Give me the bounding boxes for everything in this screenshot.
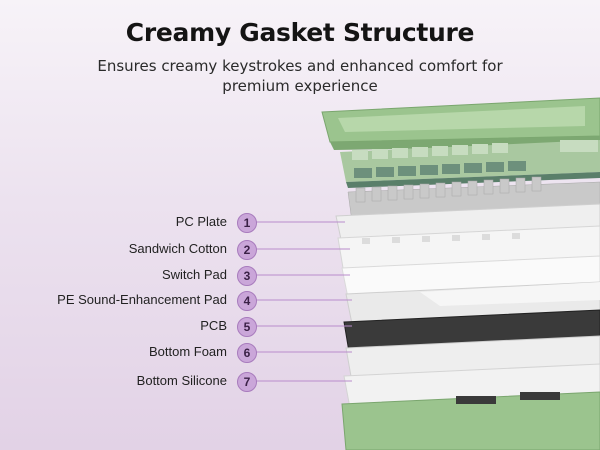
layer-label: Bottom Foam: [148, 344, 227, 359]
layer-number-badge: 3: [237, 266, 257, 286]
layer-number-badge: 1: [237, 213, 257, 233]
layer-label: PC Plate: [175, 214, 227, 229]
layer-row: Sandwich Cotton 2: [0, 238, 260, 260]
keycaps: [340, 140, 600, 188]
layer-row: PE Sound-Enhancement Pad 4: [0, 289, 260, 311]
layer-label: Bottom Silicone: [136, 373, 227, 388]
layer-number-badge: 4: [237, 291, 257, 311]
layer-row: PC Plate 1: [0, 211, 260, 233]
leader-lines: [256, 221, 352, 382]
bottom-case: [341, 391, 600, 450]
layer-number-badge: 6: [237, 343, 257, 363]
layer-label: Sandwich Cotton: [128, 241, 227, 256]
layer-row: PCB 5: [0, 315, 260, 337]
layer-number-badge: 7: [237, 372, 257, 392]
layer-label: PCB: [200, 318, 227, 333]
layer-label: Switch Pad: [161, 267, 227, 282]
layer-row: Bottom Foam 6: [0, 341, 260, 363]
page-subtitle: Ensures creamy keystrokes and enhanced c…: [97, 57, 503, 95]
layer-number-badge: 2: [237, 240, 257, 260]
layer-row: Bottom Silicone 7: [0, 370, 260, 392]
layer-number-badge: 5: [237, 317, 257, 337]
layer-row: Switch Pad 3: [0, 264, 260, 286]
layer-label: PE Sound-Enhancement Pad: [57, 292, 227, 307]
page-title: Creamy Gasket Structure: [125, 18, 475, 47]
